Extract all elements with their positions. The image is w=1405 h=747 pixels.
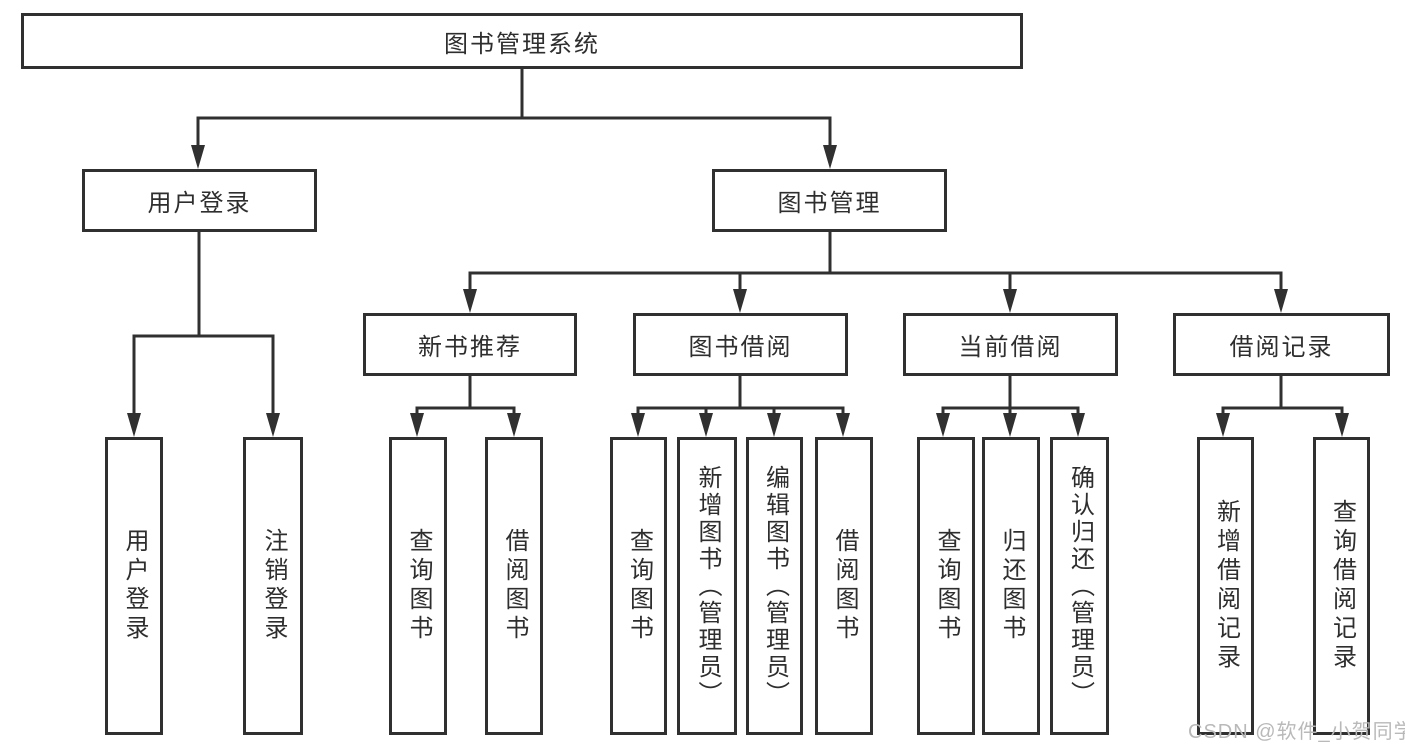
- node-label: 借阅图书: [831, 528, 858, 644]
- node-borrow-books-recommend: 借阅图书: [485, 437, 543, 735]
- node-query-borrow-record: 查询借阅记录: [1313, 437, 1370, 735]
- node-label: 注销登录: [260, 528, 287, 644]
- node-borrow-books-leaf: 借阅图书: [815, 437, 873, 735]
- node-label: 查询借阅记录: [1328, 499, 1356, 673]
- node-current-borrow: 当前借阅: [903, 313, 1118, 376]
- node-label: 新增图书（管理员）: [694, 464, 721, 708]
- node-label: 借阅图书: [501, 528, 528, 644]
- node-label: 借阅记录: [1229, 334, 1334, 361]
- node-library-management-system: 图书管理系统: [21, 13, 1023, 69]
- node-label: 图书管理系统: [444, 30, 600, 58]
- node-user-login: 用户登录: [82, 169, 317, 232]
- node-user-login-leaf: 用户登录: [105, 437, 163, 735]
- node-label: 图书借阅: [688, 334, 793, 361]
- node-borrow-record: 借阅记录: [1173, 313, 1390, 376]
- watermark-text: CSDN @软件_小贺同学: [1188, 721, 1405, 743]
- node-label: 新书推荐: [418, 334, 522, 361]
- node-logout-leaf: 注销登录: [243, 437, 303, 735]
- node-label: 用户登录: [147, 190, 252, 217]
- node-confirm-return-admin: 确认归还（管理员）: [1050, 437, 1109, 735]
- node-edit-books-admin: 编辑图书（管理员）: [746, 437, 803, 735]
- node-return-books: 归还图书: [982, 437, 1040, 735]
- node-label: 查询图书: [625, 528, 653, 644]
- node-query-books-current: 查询图书: [917, 437, 975, 735]
- node-label: 新增借阅记录: [1212, 499, 1240, 673]
- node-query-books-borrow: 查询图书: [610, 437, 667, 735]
- connector-lines: [132, 69, 1344, 414]
- node-query-books-recommend: 查询图书: [389, 437, 447, 735]
- node-add-borrow-record: 新增借阅记录: [1197, 437, 1254, 735]
- connector-arrowheads: [127, 145, 1349, 437]
- node-label: 图书管理: [777, 190, 882, 217]
- node-book-management: 图书管理: [712, 169, 947, 232]
- node-label: 用户登录: [121, 528, 148, 644]
- node-label: 当前借阅: [958, 334, 1063, 361]
- node-add-books-admin: 新增图书（管理员）: [677, 437, 737, 735]
- node-new-book-recommend: 新书推荐: [363, 313, 577, 376]
- node-label: 归还图书: [998, 528, 1025, 644]
- node-label: 查询图书: [405, 528, 432, 644]
- node-label: 编辑图书（管理员）: [761, 464, 789, 708]
- node-book-borrow: 图书借阅: [633, 313, 848, 376]
- node-label: 查询图书: [933, 528, 960, 644]
- node-label: 确认归还（管理员）: [1066, 464, 1094, 708]
